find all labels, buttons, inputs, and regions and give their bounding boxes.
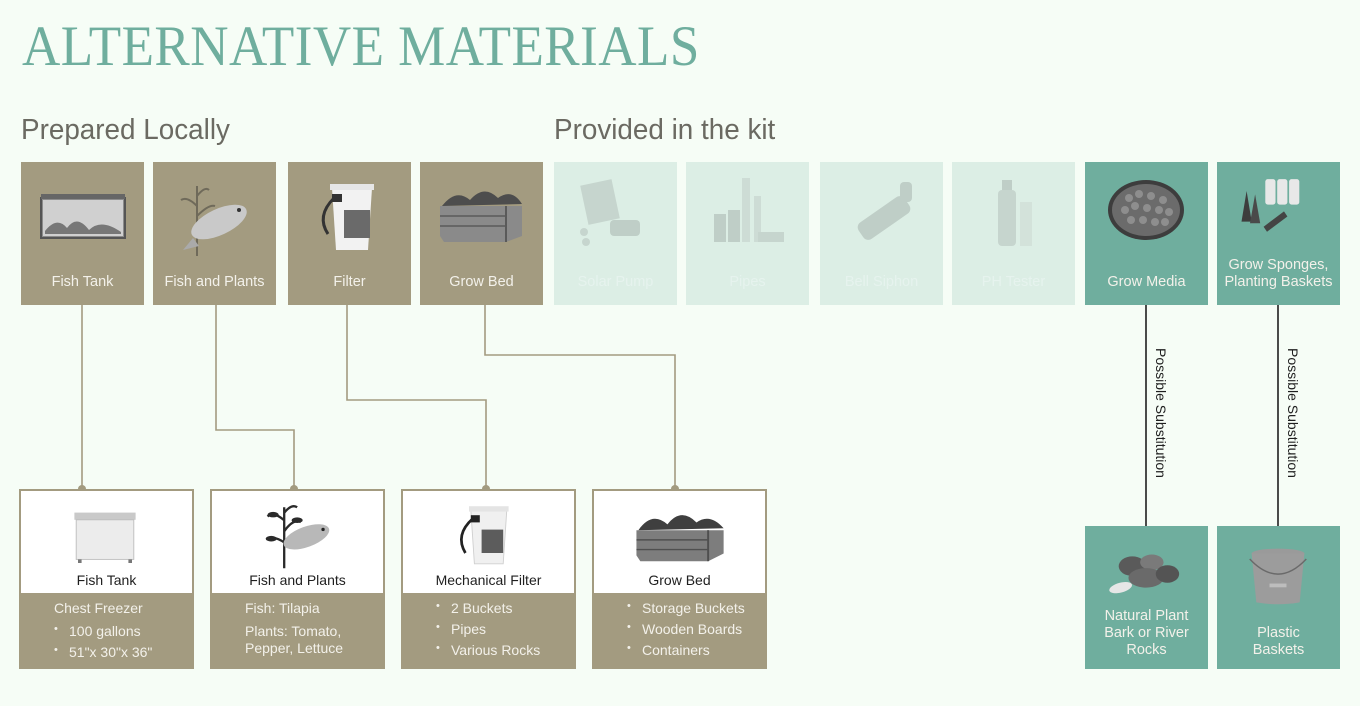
plastic-bucket-icon bbox=[1249, 548, 1307, 605]
bell-siphon-icon bbox=[857, 182, 912, 240]
substitution-card-plastic-baskets: Plastic Baskets bbox=[1217, 526, 1340, 669]
rocks-icon bbox=[1109, 554, 1180, 594]
alternative-bullet: 2 Buckets bbox=[436, 600, 574, 616]
card-label: Grow Media bbox=[1107, 274, 1186, 290]
substitution-label: Natural Plant Bark or River Rocks bbox=[1104, 608, 1189, 658]
raised-bed-icon bbox=[440, 191, 522, 242]
section-heading-prepared-locally: Prepared Locally bbox=[21, 114, 230, 146]
card-solar-pump: Solar Pump bbox=[554, 162, 677, 305]
card-fish-tank: Fish Tank bbox=[21, 162, 144, 305]
connector-grow-bed bbox=[484, 305, 676, 489]
fish-tank-icon bbox=[40, 194, 126, 239]
alternative-bullet: Pipes bbox=[436, 621, 574, 637]
alternative-bullet: Wooden Boards bbox=[627, 621, 765, 637]
card-pipes: Pipes bbox=[686, 162, 809, 305]
card-filter: Filter bbox=[288, 162, 411, 305]
card-label: Grow Sponges, Planting Baskets bbox=[1224, 257, 1333, 290]
card-grow-bed: Grow Bed bbox=[420, 162, 543, 305]
alternative-title: Mechanical Filter bbox=[435, 572, 542, 588]
substitution-label: Plastic Baskets bbox=[1252, 625, 1305, 658]
ph-tester-icon bbox=[998, 180, 1032, 246]
alternative-card-fish-and-plants: Fish and Plants Fish: Tilapia Plants: To… bbox=[210, 489, 385, 669]
alternative-title: Fish and Plants bbox=[249, 572, 346, 588]
section-heading-provided-in-kit: Provided in the kit bbox=[554, 114, 776, 146]
page-title: ALTERNATIVE MATERIALS bbox=[22, 15, 700, 78]
bucket-filter-icon bbox=[321, 184, 374, 250]
connector-filter bbox=[346, 305, 487, 489]
bucket-filter-icon bbox=[460, 506, 509, 565]
card-fish-and-plants: Fish and Plants bbox=[153, 162, 276, 305]
solar-pump-icon bbox=[580, 179, 640, 246]
chest-freezer-icon bbox=[74, 512, 136, 563]
card-label: Bell Siphon bbox=[844, 274, 919, 290]
pipes-icon bbox=[714, 178, 784, 242]
clay-pebbles-icon bbox=[1108, 180, 1184, 240]
card-label: Fish Tank bbox=[51, 274, 114, 290]
alternative-bullet: 100 gallons bbox=[54, 623, 192, 639]
alternative-bullet: Storage Buckets bbox=[627, 600, 765, 616]
card-label: PH Tester bbox=[981, 274, 1046, 290]
alternative-card-grow-bed: Grow Bed Storage Buckets Wooden Boards C… bbox=[592, 489, 767, 669]
fish-plant-icon bbox=[180, 186, 247, 256]
alternative-card-fish-tank: Fish Tank Chest Freezer 100 gallons 51"x… bbox=[19, 489, 194, 669]
card-label: Filter bbox=[333, 274, 366, 290]
connector-fish-and-plants bbox=[215, 305, 295, 489]
sponges-baskets-icon bbox=[1241, 179, 1300, 232]
substitution-label: Possible Substitution bbox=[1285, 348, 1301, 478]
alternative-line: Fish: Tilapia bbox=[245, 600, 320, 616]
alternative-bullet: Various Rocks bbox=[436, 642, 574, 658]
card-label: Grow Bed bbox=[449, 274, 514, 290]
card-label: Fish and Plants bbox=[164, 274, 265, 290]
card-label: Solar Pump bbox=[577, 274, 654, 290]
card-grow-sponges-planting-baskets: Grow Sponges, Planting Baskets bbox=[1217, 162, 1340, 305]
alternative-bullet: 51"x 30"x 36" bbox=[54, 644, 192, 660]
raised-bed-icon bbox=[636, 515, 724, 562]
alternative-title: Grow Bed bbox=[648, 572, 711, 588]
alternative-line: Plants: Tomato, Pepper, Lettuce bbox=[245, 623, 344, 656]
alternative-bullet: Containers bbox=[627, 642, 765, 658]
card-ph-tester: PH Tester bbox=[952, 162, 1075, 305]
fish-plant-icon bbox=[265, 505, 330, 569]
card-bell-siphon: Bell Siphon bbox=[820, 162, 943, 305]
card-label: Pipes bbox=[729, 274, 766, 290]
alternative-heading: Chest Freezer bbox=[54, 600, 143, 616]
alternative-title: Fish Tank bbox=[76, 572, 137, 588]
card-grow-media: Grow Media bbox=[1085, 162, 1208, 305]
substitution-label: Possible Substitution bbox=[1153, 348, 1169, 478]
substitution-card-rocks: Natural Plant Bark or River Rocks bbox=[1085, 526, 1208, 669]
alternative-card-mechanical-filter: Mechanical Filter 2 Buckets Pipes Variou… bbox=[401, 489, 576, 669]
